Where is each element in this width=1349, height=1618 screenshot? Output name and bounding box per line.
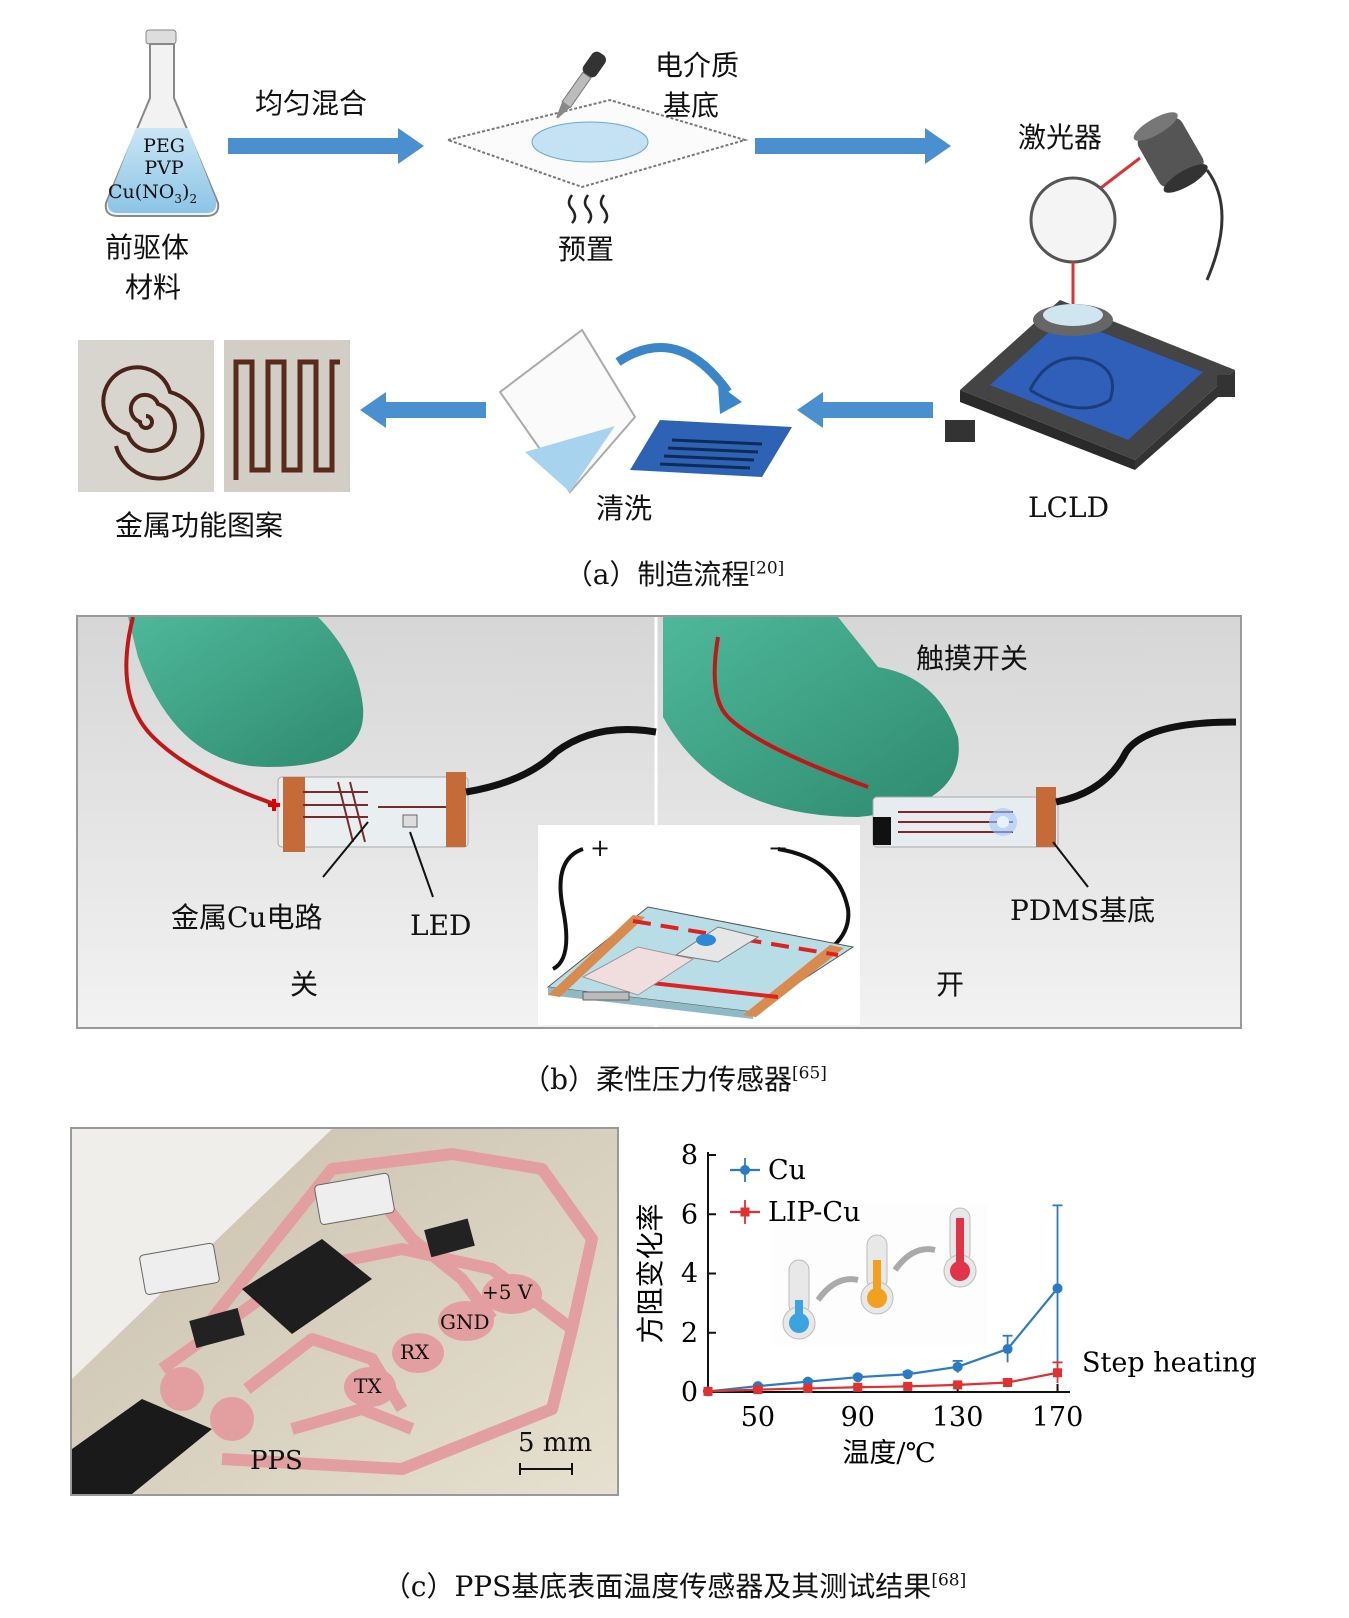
label-on: 开 <box>936 968 965 1001</box>
data-point <box>853 1382 863 1392</box>
label-touch-switch: 触摸开关 <box>916 642 1029 675</box>
label-pattern: 金属功能图案 <box>115 509 284 542</box>
thermometer-cold-icon <box>782 1259 816 1340</box>
y-tick-label: 6 <box>681 1199 698 1230</box>
y-tick-label: 2 <box>681 1318 698 1349</box>
label-pps: PPS <box>250 1446 303 1476</box>
y-tick-label: 0 <box>681 1377 698 1408</box>
pressure-sensor-scene <box>78 617 1240 1027</box>
flask-label-cuno3: Cu(NO3)2 <box>108 181 198 206</box>
data-point <box>952 1361 963 1372</box>
legend-label: Cu <box>768 1155 806 1186</box>
data-point <box>1003 1378 1013 1388</box>
right-arrow-icon <box>755 128 951 164</box>
x-tick-label: 50 <box>741 1402 775 1433</box>
label-mix: 均匀混合 <box>255 87 368 120</box>
y-tick-label: 4 <box>681 1259 698 1290</box>
legend-label: LIP-Cu <box>768 1197 860 1228</box>
label-precursor-2: 材料 <box>125 271 182 304</box>
label-led: LED <box>410 909 472 942</box>
label-dielectric-1: 电介质 <box>655 49 740 82</box>
label-preset: 预置 <box>558 233 615 266</box>
label-laser: 激光器 <box>1018 121 1103 154</box>
data-point <box>953 1380 963 1390</box>
data-point <box>903 1381 913 1391</box>
label-off: 关 <box>290 968 319 1001</box>
legend-marker <box>740 1207 750 1217</box>
caption-c: （c）PPS基底表面温度传感器及其测试结果[68] <box>382 1570 967 1603</box>
y-axis-label: 方阻变化率 <box>634 1203 667 1343</box>
label-lcld: LCLD <box>1028 491 1110 524</box>
cleaning-illustration <box>498 328 792 494</box>
flask-label-peg: PEG <box>143 135 185 157</box>
label-pdms: PDMS基底 <box>1010 894 1156 927</box>
label-precursor-1: 前驱体 <box>105 231 190 264</box>
thermometer-hot-icon <box>943 1207 977 1288</box>
y-tick-label: 8 <box>681 1140 698 1171</box>
data-point <box>703 1386 713 1396</box>
pressure-sensor-photo: + − 触摸开关 金属Cu电路 LED PDMS基底 关 开 <box>76 615 1242 1029</box>
legend-marker <box>740 1165 750 1175</box>
data-point <box>803 1383 813 1393</box>
chart-axes: 0 2 4 6 8 50 90 130 170 温度/℃ 方阻变化率 <box>634 1140 1083 1469</box>
label-dielectric-2: 基底 <box>663 89 720 122</box>
lcld-stage-illustration <box>945 112 1235 470</box>
series-line-LIP-Cu <box>707 1371 1058 1393</box>
data-point <box>902 1369 913 1380</box>
flask-label-pvp: PVP <box>144 156 184 179</box>
flask-icon <box>104 29 220 217</box>
pad-label-gnd: GND <box>440 1310 490 1334</box>
dielectric-substrate-illustration <box>444 51 749 224</box>
data-point <box>852 1372 863 1383</box>
x-axis-label: 温度/℃ <box>842 1438 935 1469</box>
schematic-plus-label: + <box>590 834 611 862</box>
caption-b: （b）柔性压力传感器[65] <box>522 1063 827 1096</box>
series-line-Cu <box>707 1287 1059 1393</box>
data-point <box>1053 1368 1063 1378</box>
pps-board-scene <box>72 1129 617 1494</box>
scale-bar-label: 5 mm <box>518 1428 593 1458</box>
thermometer-warm-icon <box>860 1234 894 1315</box>
pps-sensor-photo: +5 V GND RX TX PPS 5 mm <box>70 1127 619 1496</box>
annotation-step-heating: Step heating <box>1082 1347 1257 1378</box>
chart-marks: Step heating <box>703 1204 1257 1397</box>
x-tick-label: 130 <box>932 1402 984 1433</box>
x-tick-label: 170 <box>1032 1402 1084 1433</box>
label-clean: 清洗 <box>596 492 653 525</box>
schematic-minus-label: − <box>768 834 789 862</box>
data-point <box>1002 1344 1013 1355</box>
caption-a: （a）制造流程[20] <box>564 558 785 591</box>
sheet-resistance-chart: 0 2 4 6 8 50 90 130 170 温度/℃ 方阻变化率 <box>634 1140 1257 1469</box>
right-arrow-icon <box>228 128 424 164</box>
pad-label-5v: +5 V <box>482 1280 533 1304</box>
label-cu-circuit: 金属Cu电路 <box>171 901 323 934</box>
left-arrow-icon <box>360 392 486 428</box>
thermometer-inset <box>772 1205 987 1345</box>
pad-label-tx: TX <box>354 1374 382 1398</box>
pad-label-rx: RX <box>400 1340 430 1364</box>
left-arrow-icon <box>797 392 933 428</box>
metal-pattern-photos <box>78 340 350 492</box>
data-point <box>753 1385 763 1395</box>
data-point <box>1052 1283 1063 1294</box>
x-tick-label: 90 <box>841 1402 875 1433</box>
